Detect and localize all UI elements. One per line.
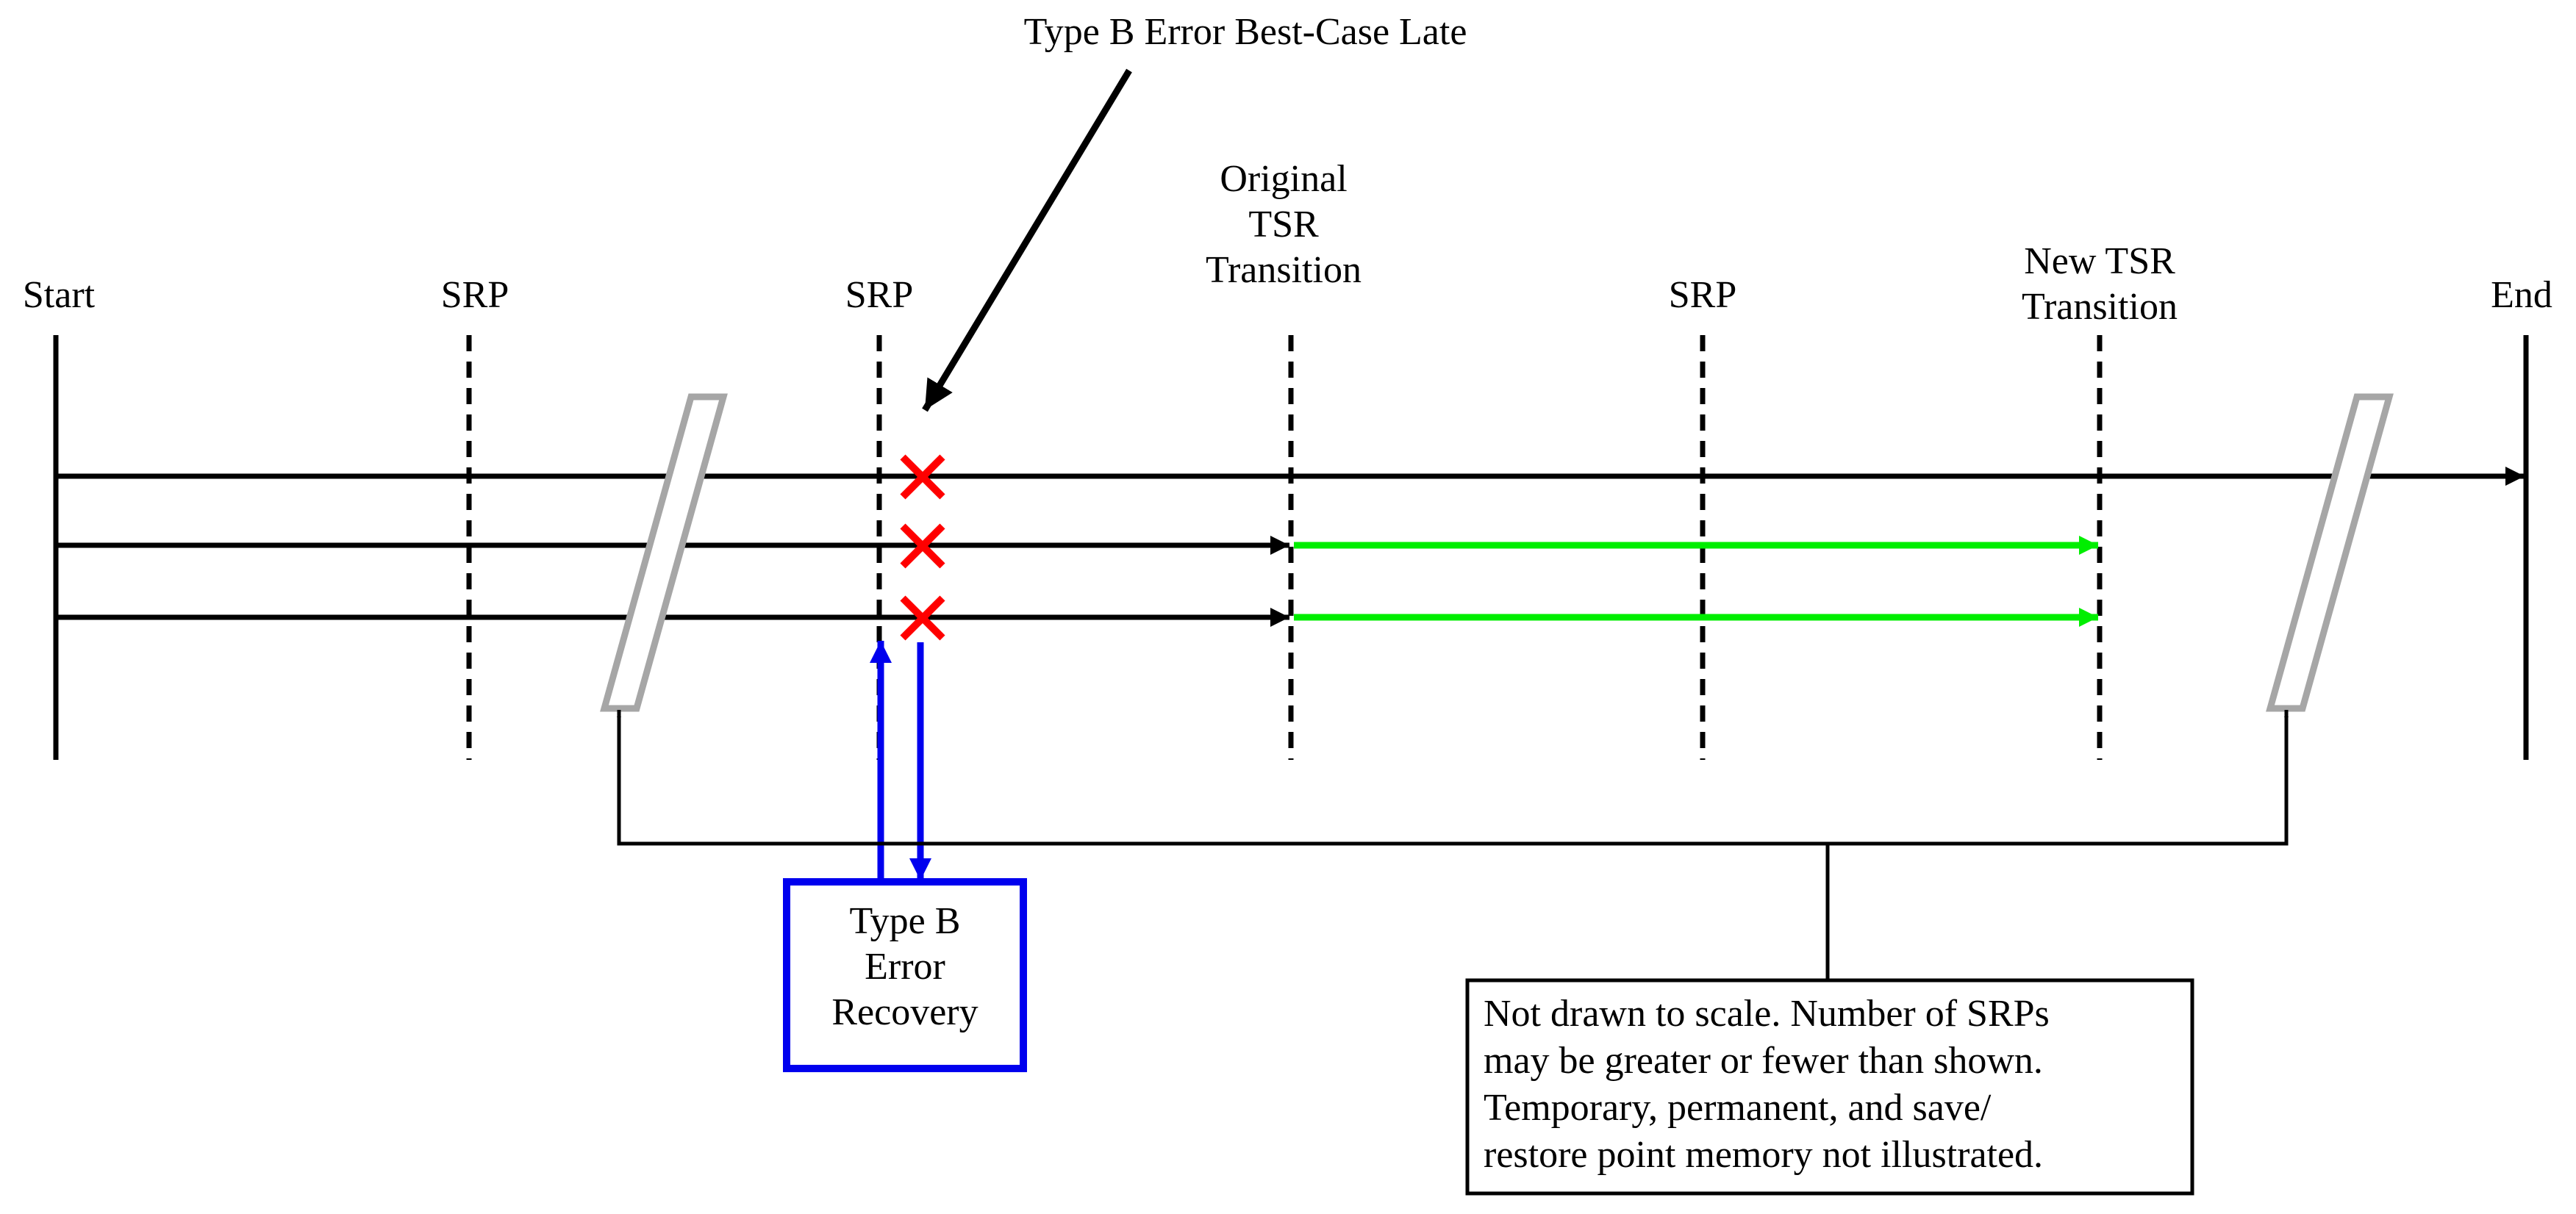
end-label: End (2491, 274, 2552, 316)
recovery-box-line3: Recovery (831, 991, 978, 1033)
break-symbol-right (2266, 393, 2394, 712)
original-tsr-label-line2: TSR (1248, 204, 1319, 245)
type-b-error-label: Type B Error Best-Case Late (1024, 11, 1467, 53)
start-label: Start (23, 274, 96, 316)
original-tsr-label-line1: Original (1220, 158, 1347, 200)
note-line4: restore point memory not illustrated. (1484, 1134, 2043, 1176)
note-line2: may be greater or fewer than shown. (1484, 1040, 2043, 1082)
type-b-error-arrow (922, 68, 1132, 412)
error-mark-top (900, 454, 945, 500)
break-symbol-left (600, 393, 728, 712)
recovery-box (783, 878, 1027, 1072)
error-mark-middle (900, 523, 945, 569)
note-line1: Not drawn to scale. Number of SRPs (1484, 993, 2050, 1035)
srp-label-3: SRP (1669, 274, 1737, 316)
recovery-box-line2: Error (865, 946, 945, 988)
original-tsr-label-line3: Transition (1206, 249, 1362, 291)
error-mark-bottom (900, 595, 945, 641)
srp-label-1: SRP (441, 274, 509, 316)
recovery-box-line1: Type B (850, 900, 961, 942)
bracket-line (617, 710, 2289, 846)
new-tsr-label-line1: New TSR (2024, 240, 2175, 282)
new-tsr-label-line2: Transition (2022, 286, 2178, 328)
note-box (1465, 978, 2194, 1196)
note-line3: Temporary, permanent, and save/ (1484, 1087, 1992, 1129)
srp-label-2: SRP (845, 274, 914, 316)
